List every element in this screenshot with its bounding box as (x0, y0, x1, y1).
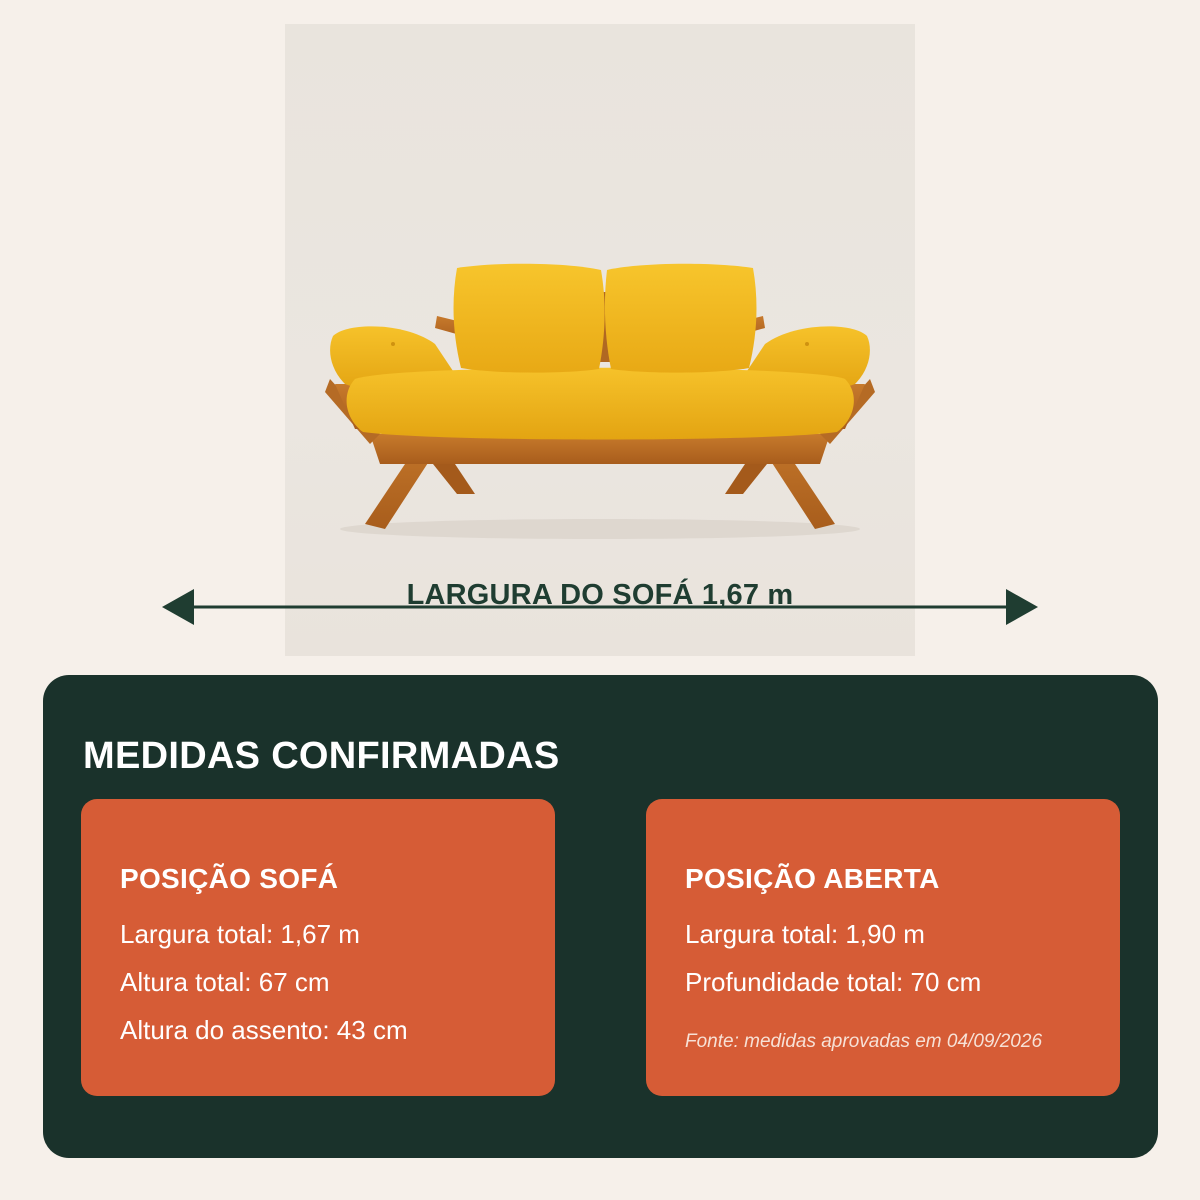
card-title: POSIÇÃO SOFÁ (120, 863, 339, 894)
width-dimension-label: LARGURA DO SOFÁ 1,67 m (406, 579, 794, 611)
product-photo (285, 24, 915, 656)
open-position-card: POSIÇÃO ABERTA Largura total: 1,90 m Pro… (646, 799, 1120, 1096)
card-title: POSIÇÃO ABERTA (685, 863, 940, 894)
total-height-line: Altura total: 67 cm (120, 967, 330, 997)
width-dimension: LARGURA DO SOFÁ 1,67 m (160, 579, 1040, 633)
sofa-illustration (325, 263, 875, 539)
seat-height-line: Altura do assento: 43 cm (120, 1015, 408, 1045)
panel-title: MEDIDAS CONFIRMADAS (83, 735, 560, 777)
double-arrow-icon (162, 589, 1038, 625)
source-note: Fonte: medidas aprovadas em 04/09/2026 (685, 1031, 1043, 1052)
sofa-position-card: POSIÇÃO SOFÁ Largura total: 1,67 m Altur… (81, 799, 555, 1096)
total-width-line: Largura total: 1,90 m (685, 919, 925, 949)
total-depth-line: Profundidade total: 70 cm (685, 967, 982, 997)
total-width-line: Largura total: 1,67 m (120, 919, 360, 949)
measurements-panel: MEDIDAS CONFIRMADAS POSIÇÃO SOFÁ Largura… (43, 675, 1158, 1158)
